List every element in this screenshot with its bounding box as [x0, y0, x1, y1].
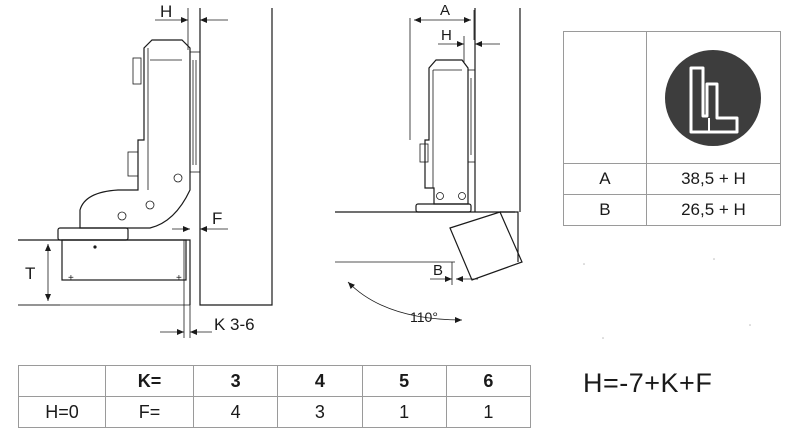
f-value-cell: 4 [192, 396, 279, 428]
f-value-cell: 1 [445, 396, 532, 428]
door-panel [18, 239, 191, 305]
f-value-label: F= [105, 396, 194, 428]
dim-label-a: A [440, 2, 450, 19]
hinge-arm [79, 39, 191, 229]
mounting-plate-right [415, 203, 472, 213]
h-row-label: H=0 [18, 396, 106, 428]
info-row-value-a: 38,5 + H [645, 163, 782, 195]
opening-angle-arc [347, 281, 463, 323]
dim-label-h-right: H [441, 27, 452, 44]
mounting-plate [57, 227, 129, 241]
dim-label-f: F [212, 209, 222, 228]
hinge-base-plate-right [467, 69, 476, 163]
formula-text: H=-7+K+F [583, 368, 713, 398]
svg-text:+: + [176, 273, 182, 284]
hinge-base-plate [189, 51, 201, 173]
dim-label-h: H [160, 2, 172, 21]
k-value-cell: 3 [192, 365, 279, 397]
door-open [449, 211, 523, 281]
info-row-key-b: B [563, 194, 647, 226]
dimension-info-table: A 38,5 + H B 26,5 + H [563, 31, 782, 226]
k-value-cell: 4 [277, 365, 363, 397]
cabinet-side-panel [199, 8, 273, 306]
k-f-table: K= 3 4 5 6 H=0 F= 4 3 1 1 [18, 365, 532, 428]
info-row-value-b: 26,5 + H [645, 194, 782, 226]
hinge-cup [61, 239, 187, 281]
dim-label-b: B [433, 262, 443, 279]
dim-label-k: K 3-6 [214, 315, 255, 334]
k-value-cell: 6 [445, 365, 532, 397]
hinge-technical-drawing: + + H F T K 3-6 [18, 2, 751, 339]
hinge-profile-icon [665, 49, 762, 146]
hinge-arm-right [424, 59, 469, 205]
cabinet-panel-right [474, 8, 521, 212]
f-value-cell: 1 [361, 396, 447, 428]
dim-label-t: T [25, 264, 35, 283]
f-value-cell: 3 [277, 396, 363, 428]
svg-text:+: + [68, 273, 74, 284]
right-view: A H B 110° [335, 2, 523, 325]
k-header-label: K= [105, 365, 194, 397]
k-value-cell: 5 [361, 365, 447, 397]
info-row-key-a: A [563, 163, 647, 195]
left-view: + + H F T K 3-6 [18, 2, 273, 338]
opening-angle-label: 110° [410, 309, 438, 325]
